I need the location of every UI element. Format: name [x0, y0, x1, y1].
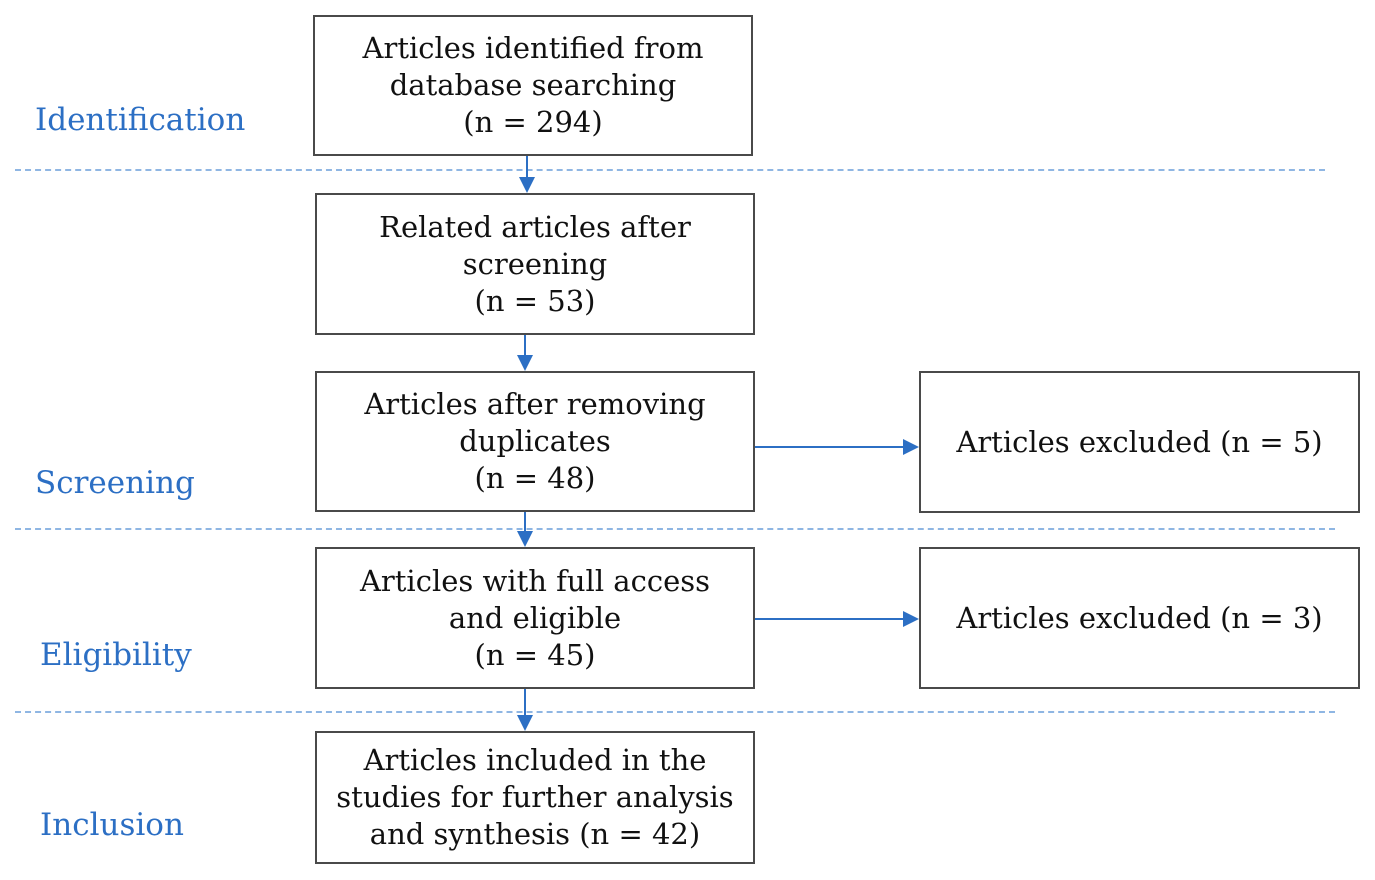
- box-eligible-line-1: Articles with full access: [359, 563, 711, 598]
- box-deduplicated-line-1: Articles after removing: [364, 387, 706, 421]
- box-included-line-2: studies for further analysis: [336, 780, 734, 814]
- box-eligible: Articles with full access and eligible (…: [315, 547, 755, 689]
- box-excluded-eligibility-label: Articles excluded (n = 3): [956, 600, 1323, 635]
- box-included-line-3: and synthesis (n = 42): [369, 817, 701, 851]
- box-identified-line-2: database searching: [389, 68, 677, 102]
- box-screened-line-3: (n = 53): [474, 283, 596, 318]
- box-eligible-line-3: (n = 45): [474, 637, 596, 672]
- stage-divider-identification-screening: [15, 169, 1325, 171]
- stage-divider-screening-eligibility: [15, 528, 1335, 530]
- box-excluded-eligibility: Articles excluded (n = 3): [919, 547, 1360, 689]
- box-identified-line-3: (n = 294): [463, 105, 603, 139]
- box-excluded-duplicates-label: Articles excluded (n = 5): [956, 424, 1323, 459]
- stage-label-inclusion: Inclusion: [40, 807, 184, 843]
- box-excluded-duplicates: Articles excluded (n = 5): [919, 371, 1360, 513]
- box-deduplicated-line-3: (n = 48): [474, 461, 596, 495]
- box-screened-line-2: screening: [462, 246, 608, 281]
- box-screened: Related articles after screening (n = 53…: [315, 193, 755, 335]
- stage-label-eligibility: Eligibility: [40, 637, 192, 673]
- stage-label-screening: Screening: [35, 465, 195, 501]
- box-identified: Articles identified from database search…: [313, 15, 753, 156]
- box-included-line-1: Articles included in the: [363, 743, 707, 777]
- stage-divider-eligibility-inclusion: [15, 711, 1335, 713]
- box-deduplicated: Articles after removing duplicates (n = …: [315, 371, 755, 512]
- box-deduplicated-line-2: duplicates: [459, 424, 611, 458]
- box-included: Articles included in the studies for fur…: [315, 731, 755, 864]
- box-screened-line-1: Related articles after: [379, 209, 691, 244]
- box-identified-line-1: Articles identified from: [362, 31, 704, 65]
- box-eligible-line-2: and eligible: [448, 600, 622, 635]
- stage-label-identification: Identification: [35, 102, 246, 138]
